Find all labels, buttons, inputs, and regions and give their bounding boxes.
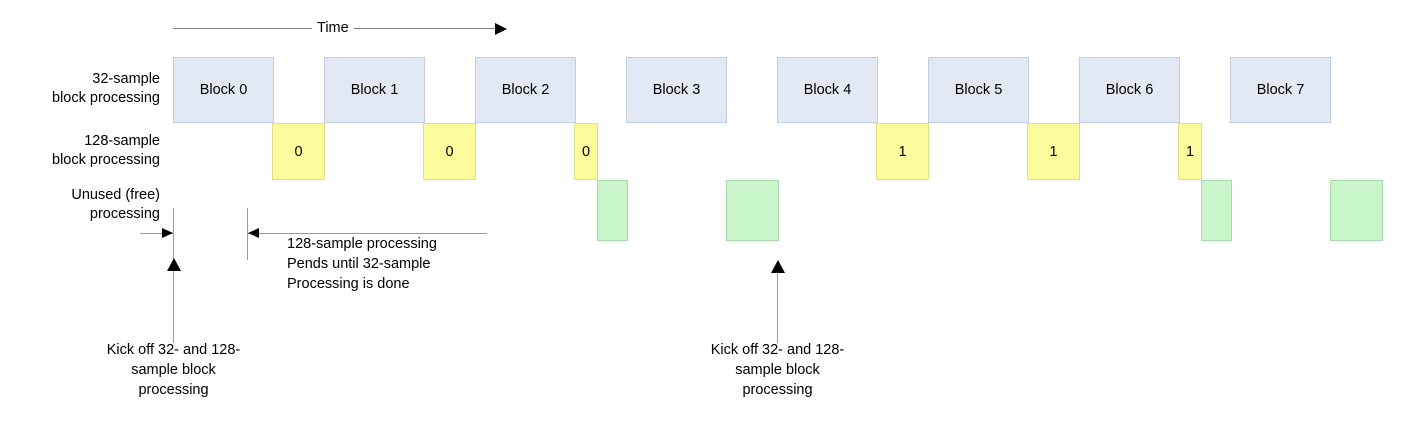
time-axis-label: Time	[312, 20, 354, 37]
block-128-sample-5: 1	[1178, 123, 1202, 180]
kickoff-arrow-right-icon	[771, 260, 785, 273]
block-unused-3	[1330, 180, 1383, 241]
block-128-sample-2: 0	[574, 123, 598, 180]
block-128-sample-0: 0	[272, 123, 325, 180]
block-128-sample-3: 1	[876, 123, 929, 180]
block-32-sample-3: Block 3	[626, 57, 727, 123]
block-32-sample-4: Block 4	[777, 57, 878, 123]
row-label-32-sample: 32-sample block processing	[52, 71, 160, 106]
dim-line-pend	[247, 233, 487, 234]
callout-kickoff-right: Kick off 32- and 128- sample block proce…	[710, 342, 845, 398]
row-label-128-sample: 128-sample block processing	[52, 133, 160, 168]
callout-pend-note: 128-sample processing Pends until 32-sam…	[287, 236, 437, 292]
dim-arrow-right-icon	[162, 227, 173, 238]
block-32-sample-1: Block 1	[324, 57, 425, 123]
block-32-sample-0: Block 0	[173, 57, 274, 123]
callout-kickoff-left: Kick off 32- and 128- sample block proce…	[106, 342, 241, 398]
block-32-sample-7: Block 7	[1230, 57, 1331, 123]
block-32-sample-6: Block 6	[1079, 57, 1180, 123]
block-128-sample-1: 0	[423, 123, 476, 180]
block-32-sample-2: Block 2	[475, 57, 576, 123]
guide-line-kickoff-right	[777, 272, 778, 343]
block-128-sample-4: 1	[1027, 123, 1080, 180]
time-arrow-icon	[495, 22, 507, 35]
block-unused-2	[1201, 180, 1232, 241]
dim-arrow-left-icon	[248, 227, 259, 238]
guide-line-kickoff-left	[173, 208, 174, 343]
kickoff-arrow-left-icon	[167, 258, 181, 271]
block-unused-1	[726, 180, 779, 241]
guide-line-pend	[247, 208, 248, 260]
block-32-sample-5: Block 5	[928, 57, 1029, 123]
row-label-unused: Unused (free) processing	[71, 187, 160, 222]
block-unused-0	[597, 180, 628, 241]
dim-line-left	[140, 233, 174, 234]
